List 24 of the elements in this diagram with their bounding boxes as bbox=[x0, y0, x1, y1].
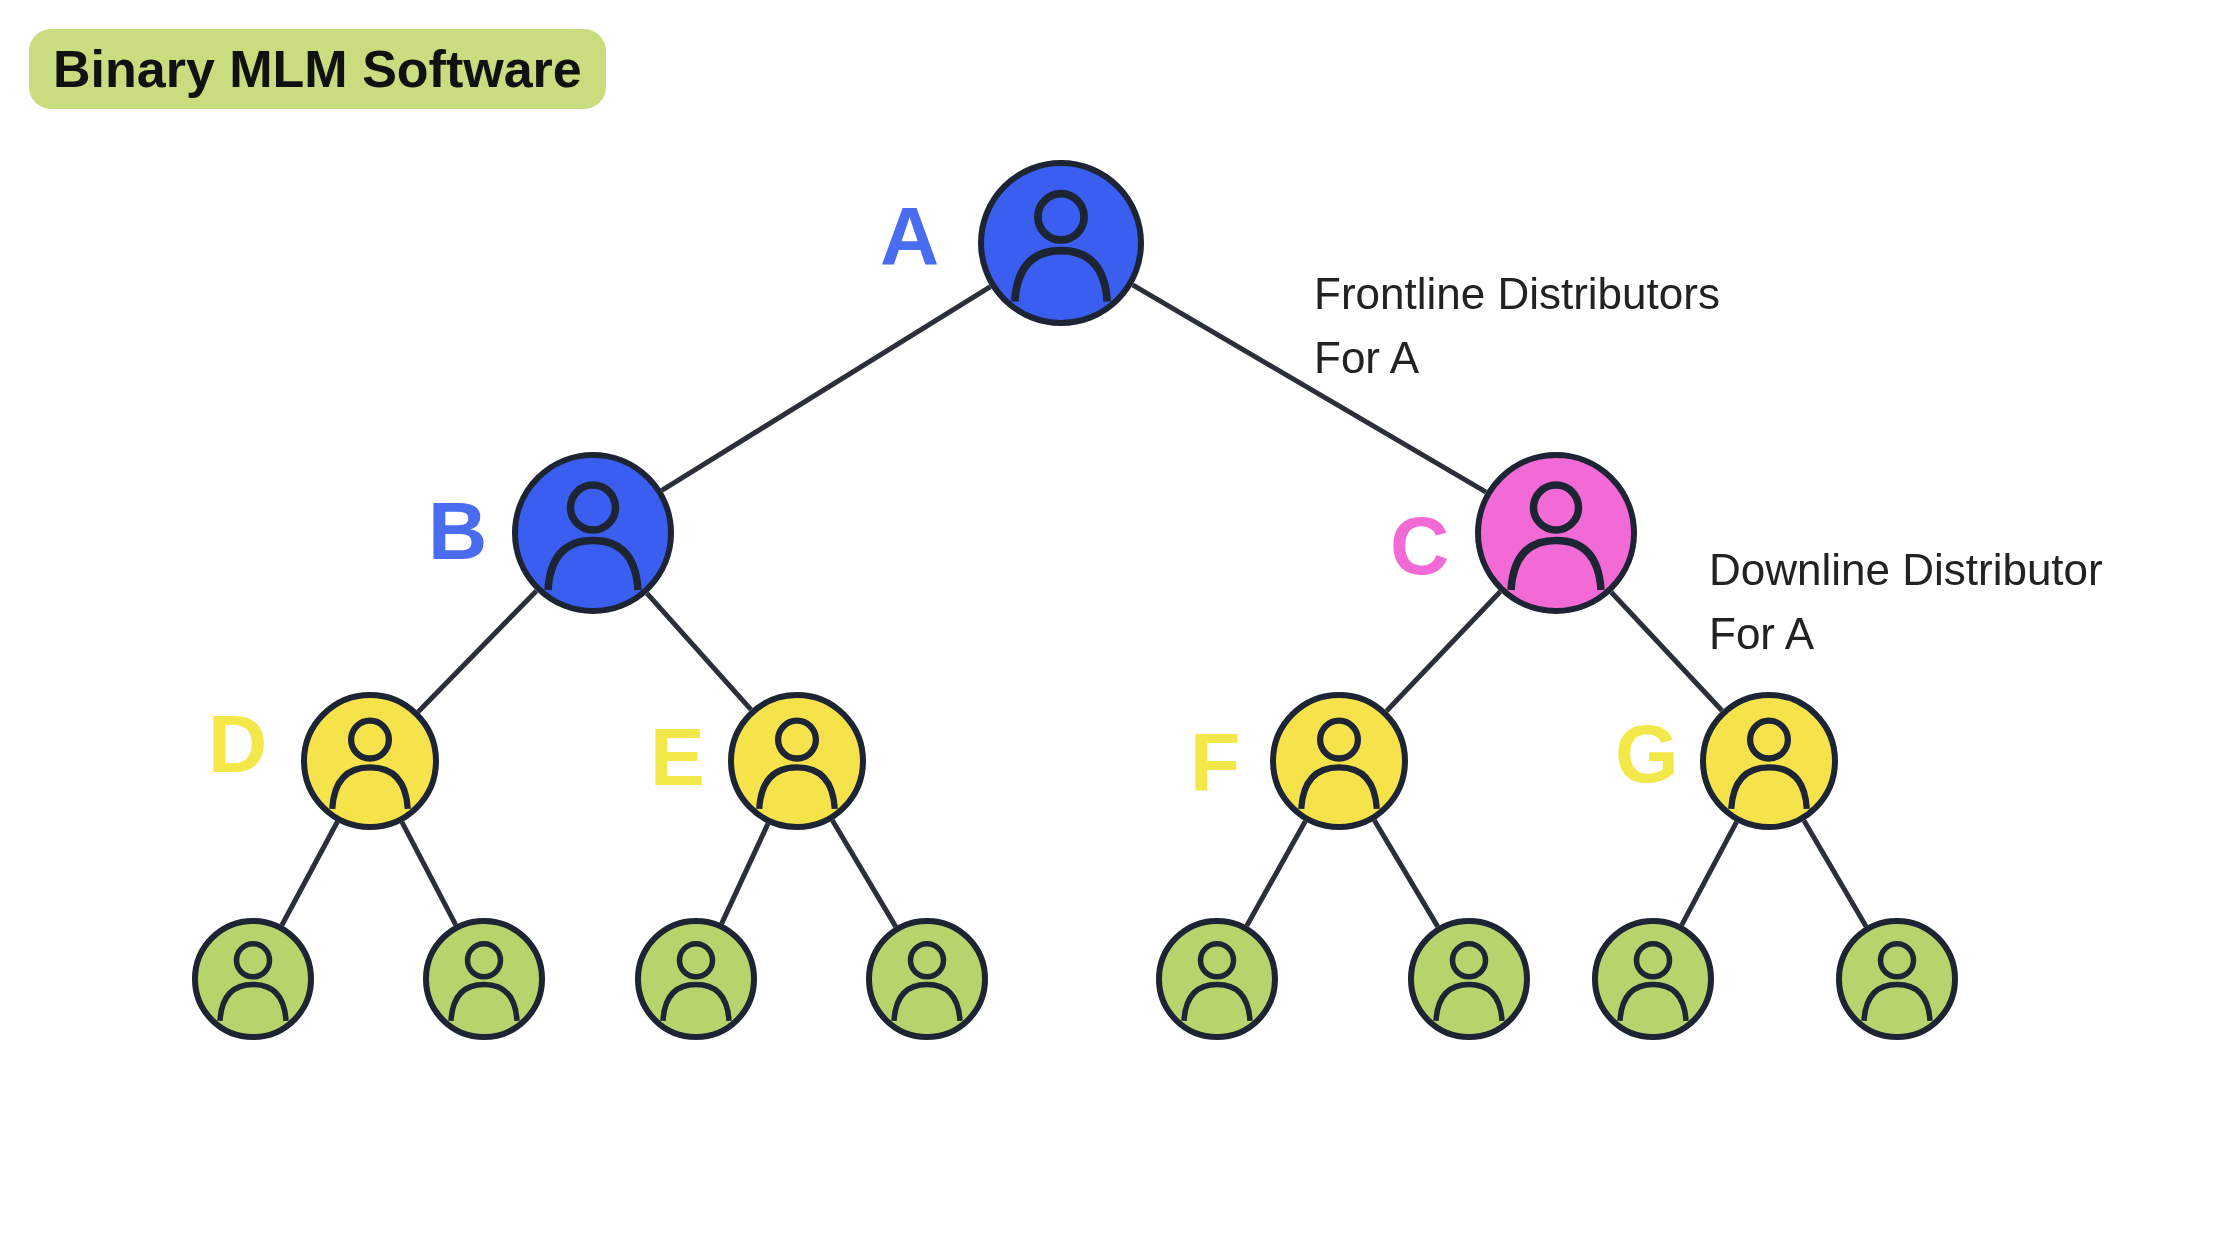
connector-line bbox=[645, 591, 753, 712]
connector-line bbox=[1131, 282, 1488, 495]
connector-line bbox=[1372, 818, 1440, 928]
connector-line bbox=[830, 818, 898, 928]
connector-line bbox=[399, 821, 458, 927]
connector-line bbox=[719, 822, 771, 925]
connector-line bbox=[279, 820, 340, 927]
node-letter: C bbox=[1390, 505, 1450, 587]
connector-line bbox=[416, 589, 539, 714]
annotation-text: Downline Distributor For A bbox=[1709, 544, 2104, 660]
node-letter: A bbox=[880, 195, 940, 277]
node-letter: D bbox=[208, 703, 268, 785]
node-letter: B bbox=[428, 490, 488, 572]
connector-line bbox=[1609, 590, 1724, 713]
connector-line bbox=[1244, 820, 1308, 927]
connector-line bbox=[1679, 820, 1739, 927]
connector-line bbox=[1384, 589, 1502, 713]
connector-line bbox=[660, 284, 992, 493]
node-letter: G bbox=[1615, 713, 1679, 795]
connector-line bbox=[1801, 819, 1869, 928]
node-letter: F bbox=[1190, 722, 1241, 804]
annotation-text: Frontline Distributors For A bbox=[1314, 268, 1721, 384]
title-banner: Binary MLM Software bbox=[29, 29, 606, 109]
node-letter: E bbox=[650, 716, 705, 798]
